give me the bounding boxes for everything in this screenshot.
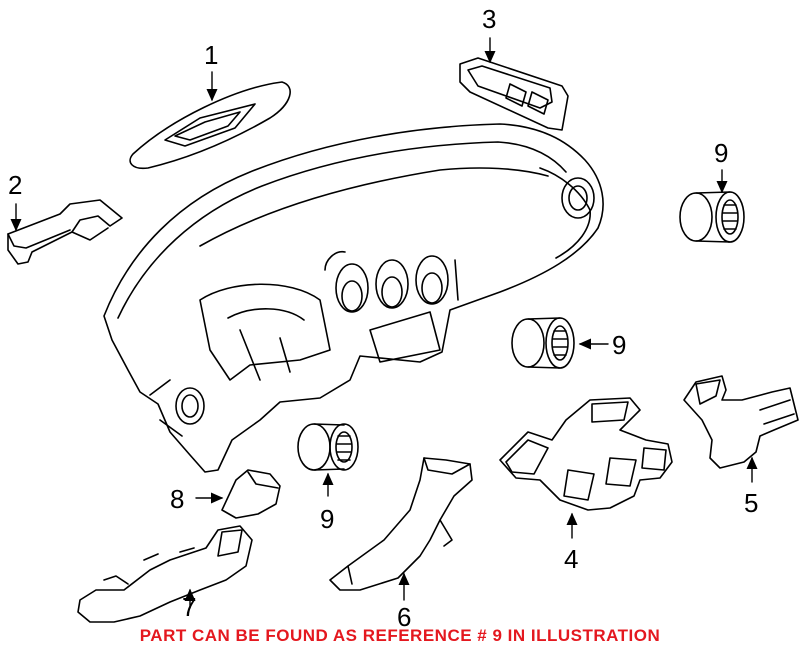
instrument-panel-body xyxy=(103,123,604,473)
part-6-lower-duct xyxy=(329,457,473,591)
reference-note: PART CAN BE FOUND AS REFERENCE # 9 IN IL… xyxy=(139,626,661,645)
callout-arrows xyxy=(10,37,758,609)
part-8-small-duct xyxy=(221,469,281,519)
part-9-vent-upper xyxy=(679,191,745,243)
callout-3: 3 xyxy=(482,4,497,34)
callout-6: 6 xyxy=(397,602,412,632)
callout-4: 4 xyxy=(564,544,579,574)
callout-7: 7 xyxy=(182,592,197,622)
part-3-upper-cover xyxy=(459,57,569,131)
part-9-vent-middle xyxy=(511,317,575,369)
callout-5: 5 xyxy=(744,488,759,518)
callout-8: 8 xyxy=(170,484,185,514)
part-4-center-duct xyxy=(499,397,673,511)
part-1-trim-panel xyxy=(129,81,291,170)
callout-9-lower: 9 xyxy=(320,504,335,534)
part-2-bracket xyxy=(7,199,123,265)
callout-9-middle: 9 xyxy=(612,330,627,360)
callout-9-upper: 9 xyxy=(714,138,729,168)
part-5-side-duct xyxy=(683,375,799,469)
part-7-lower-bracket xyxy=(77,525,253,623)
callout-1: 1 xyxy=(204,40,219,70)
part-9-vent-lower xyxy=(297,423,359,471)
callout-2: 2 xyxy=(8,170,23,200)
